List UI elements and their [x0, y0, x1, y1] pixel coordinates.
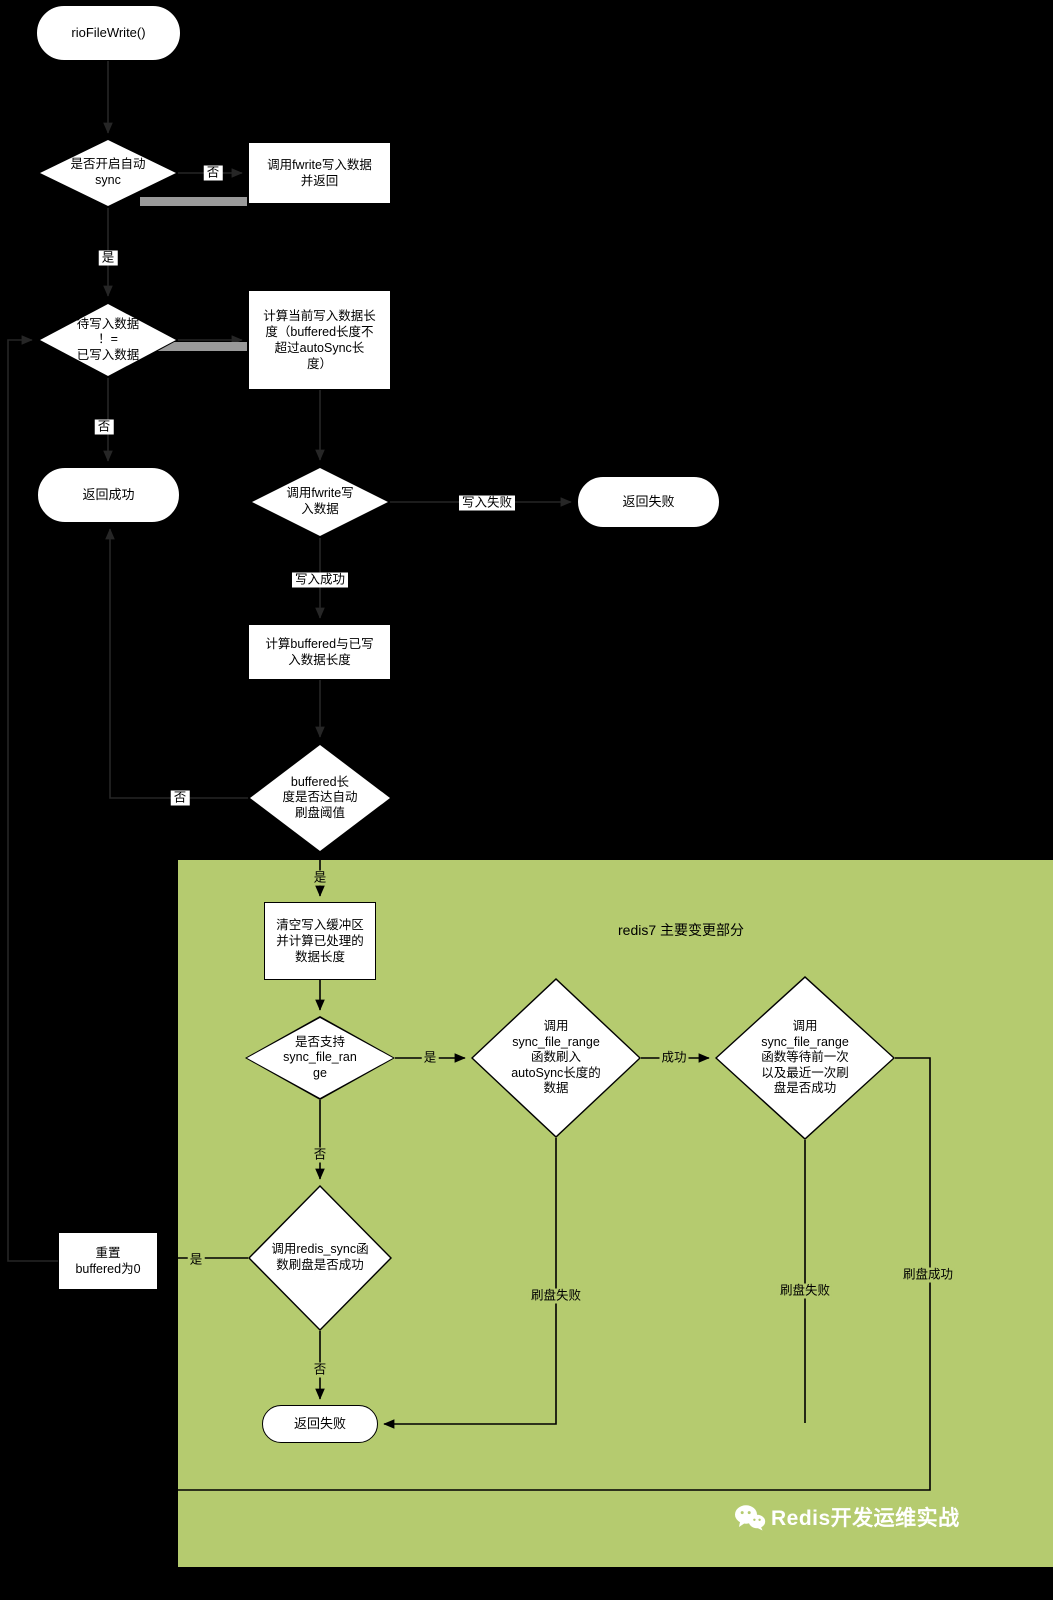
node-fwrite-write: 调用fwrite写 入数据	[250, 466, 390, 538]
node-calc-buffered-label: 计算buffered与已写 入数据长度	[265, 636, 374, 667]
node-sfr-wait-label: 调用 sync_file_range 函数等待前一次 以及最近一次刷 盘是否成功	[761, 1018, 849, 1096]
node-sfr-flush: 调用 sync_file_range 函数刷入 autoSync长度的 数据	[471, 978, 641, 1138]
node-calc-length: 计算当前写入数据长 度（buffered长度不 超过autoSync长 度）	[248, 290, 391, 390]
node-check-sfr-support-label: 是否支持 sync_file_ran ge	[283, 1034, 357, 1080]
edge-label-sfr-ok: 成功	[659, 1050, 689, 1066]
node-check-threshold-label: buffered长 度是否达自动 刷盘阈值	[282, 774, 358, 820]
node-check-autosync: 是否开启自动 sync	[38, 138, 178, 208]
node-fwrite-return: 调用fwrite写入数据 并返回	[248, 142, 391, 204]
edge-label-flush-fail-1: 刷盘失败	[528, 1288, 584, 1304]
green-area-connectors	[103, 853, 931, 1491]
edge-label-yes-threshold: 是	[311, 870, 329, 886]
edge-label-no-autosync: 否	[203, 165, 223, 181]
dark-connectors	[7, 61, 572, 1262]
node-start: rioFileWrite()	[36, 5, 181, 61]
edge-label-yes-sync: 是	[187, 1252, 205, 1268]
wechat-icon	[735, 1504, 766, 1530]
node-check-threshold: buffered长 度是否达自动 刷盘阈值	[248, 743, 392, 853]
edge-label-no-threshold: 否	[170, 790, 190, 806]
edge-label-write-ok: 写入成功	[291, 572, 349, 588]
node-clear-buffer-label: 清空写入缓冲区 并计算已处理的 数据长度	[276, 917, 364, 965]
node-redis-sync-label: 调用redis_sync函 数刷盘是否成功	[271, 1242, 369, 1272]
edge-label-write-fail: 写入失败	[458, 495, 516, 511]
edge-label-flush-ok: 刷盘成功	[900, 1267, 956, 1283]
edge-label-flush-fail-2: 刷盘失败	[777, 1283, 833, 1299]
node-reset-buffered-label: 重置 buffered为0	[75, 1245, 141, 1276]
node-sfr-flush-label: 调用 sync_file_range 函数刷入 autoSync长度的 数据	[511, 1018, 601, 1096]
edge-label-yes-support: 是	[421, 1050, 439, 1066]
node-fwrite-write-label: 调用fwrite写 入数据	[286, 486, 354, 516]
watermark-text: Redis开发运维实战	[771, 1507, 960, 1530]
edge-label-yes-autosync: 是	[98, 250, 118, 266]
node-return-fail-bottom-label: 返回失败	[293, 1415, 346, 1431]
edge-label-no-pending: 否	[94, 419, 114, 435]
node-check-autosync-label: 是否开启自动 sync	[70, 157, 146, 187]
edge-label-no-support: 否	[311, 1147, 329, 1163]
node-return-success: 返回成功	[37, 467, 180, 523]
region-title: redis7 主要变更部分	[618, 922, 745, 938]
node-return-fail-top: 返回失败	[577, 476, 720, 528]
node-sfr-wait: 调用 sync_file_range 函数等待前一次 以及最近一次刷 盘是否成功	[715, 976, 895, 1140]
node-clear-buffer: 清空写入缓冲区 并计算已处理的 数据长度	[264, 902, 376, 980]
node-check-pending: 待写入数据 ！= 已写入数据	[38, 302, 178, 378]
node-fwrite-return-label: 调用fwrite写入数据 并返回	[267, 157, 372, 188]
node-reset-buffered: 重置 buffered为0	[58, 1232, 158, 1290]
connector-highlight	[150, 342, 247, 351]
node-check-pending-label: 待写入数据 ！= 已写入数据	[76, 316, 140, 362]
node-check-sfr-support: 是否支持 sync_file_ran ge	[245, 1016, 395, 1100]
node-calc-buffered: 计算buffered与已写 入数据长度	[248, 624, 391, 680]
edge-label-no-sync: 否	[311, 1362, 329, 1378]
node-return-fail-top-label: 返回失败	[622, 493, 675, 509]
node-return-success-label: 返回成功	[82, 486, 135, 502]
node-return-fail-bottom: 返回失败	[262, 1405, 378, 1443]
watermark: Redis开发运维实战	[734, 1502, 960, 1532]
node-start-label: rioFileWrite()	[71, 24, 146, 40]
node-calc-length-label: 计算当前写入数据长 度（buffered长度不 超过autoSync长 度）	[263, 308, 376, 372]
connector-highlight	[140, 197, 247, 206]
node-redis-sync: 调用redis_sync函 数刷盘是否成功	[248, 1185, 392, 1331]
